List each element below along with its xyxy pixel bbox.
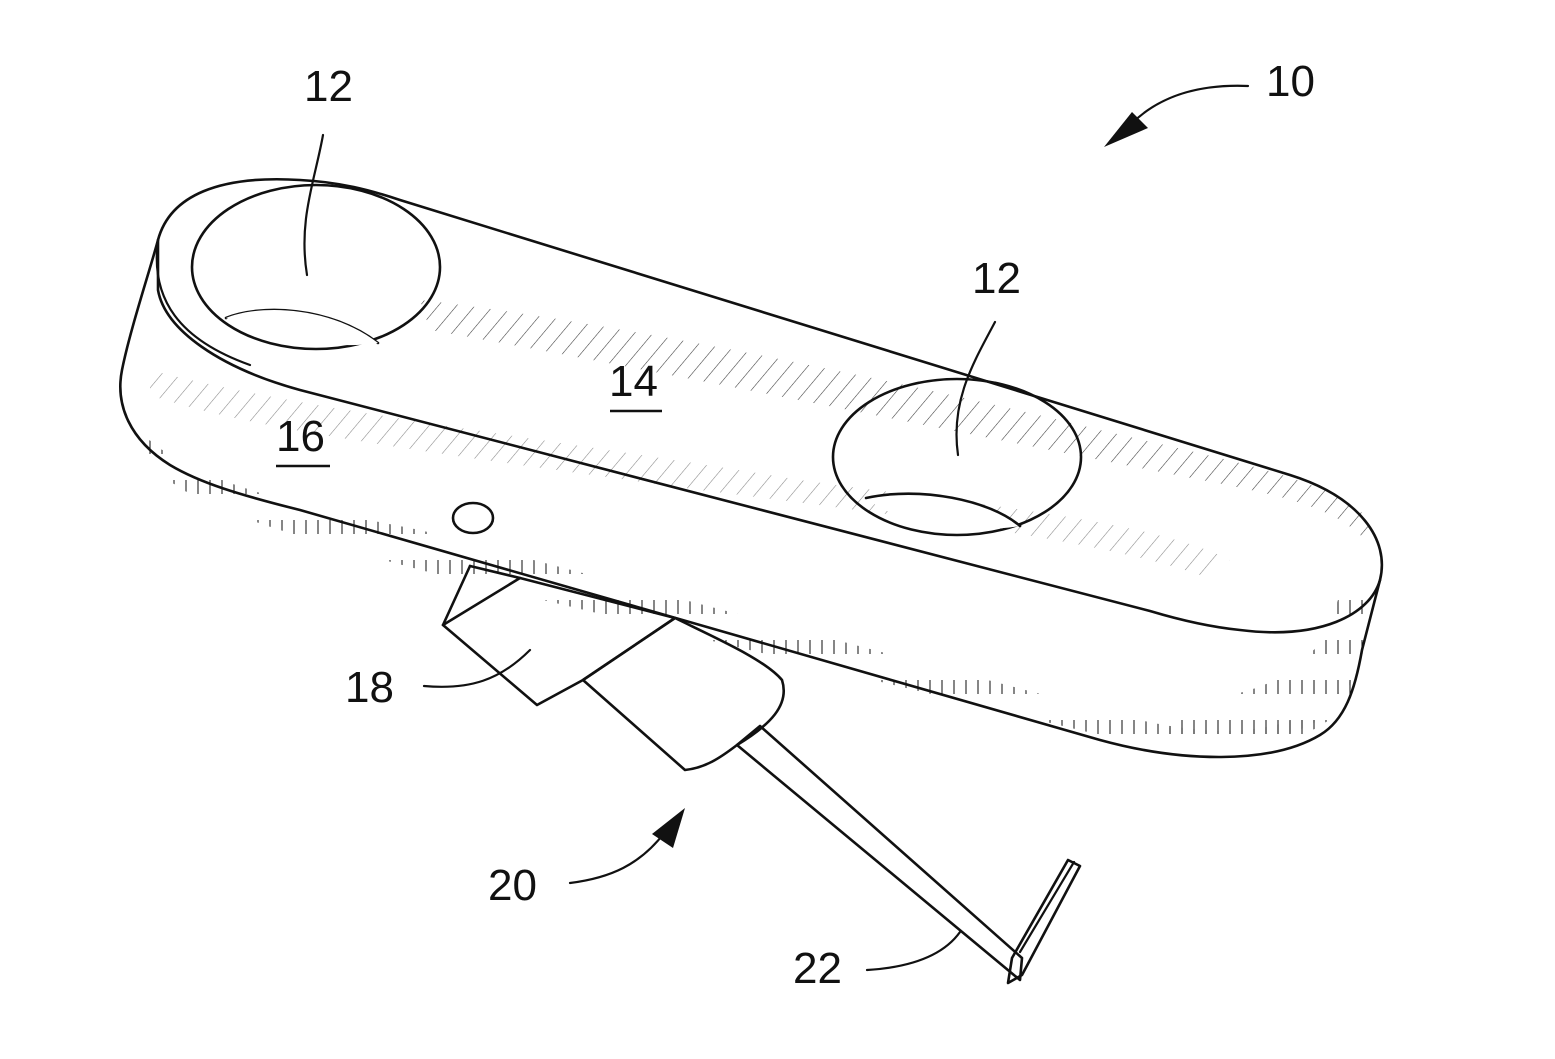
clip (443, 566, 675, 705)
label-adapter: 20 (488, 861, 537, 910)
label-clip: 18 (345, 663, 394, 712)
leader-20 (570, 832, 665, 883)
bar-body (120, 179, 1382, 757)
leader-10 (1130, 86, 1248, 125)
leader-12-left (304, 135, 323, 275)
label-probe: 22 (793, 944, 842, 993)
top-face-shading-lower (150, 370, 1230, 575)
hole-left (192, 185, 440, 349)
arrow-10 (1104, 112, 1148, 147)
label-side-surface: 16 (276, 412, 325, 461)
pin-hole (453, 503, 493, 533)
probe (737, 726, 1080, 983)
label-hole-left: 12 (304, 62, 353, 111)
label-hole-right: 12 (972, 254, 1021, 303)
leader-22 (867, 932, 960, 970)
label-device: 10 (1266, 57, 1315, 106)
side-face-shading-right (1150, 590, 1378, 750)
labels: 10 12 12 14 16 18 20 22 (276, 57, 1315, 993)
label-top-surface: 14 (609, 357, 658, 406)
